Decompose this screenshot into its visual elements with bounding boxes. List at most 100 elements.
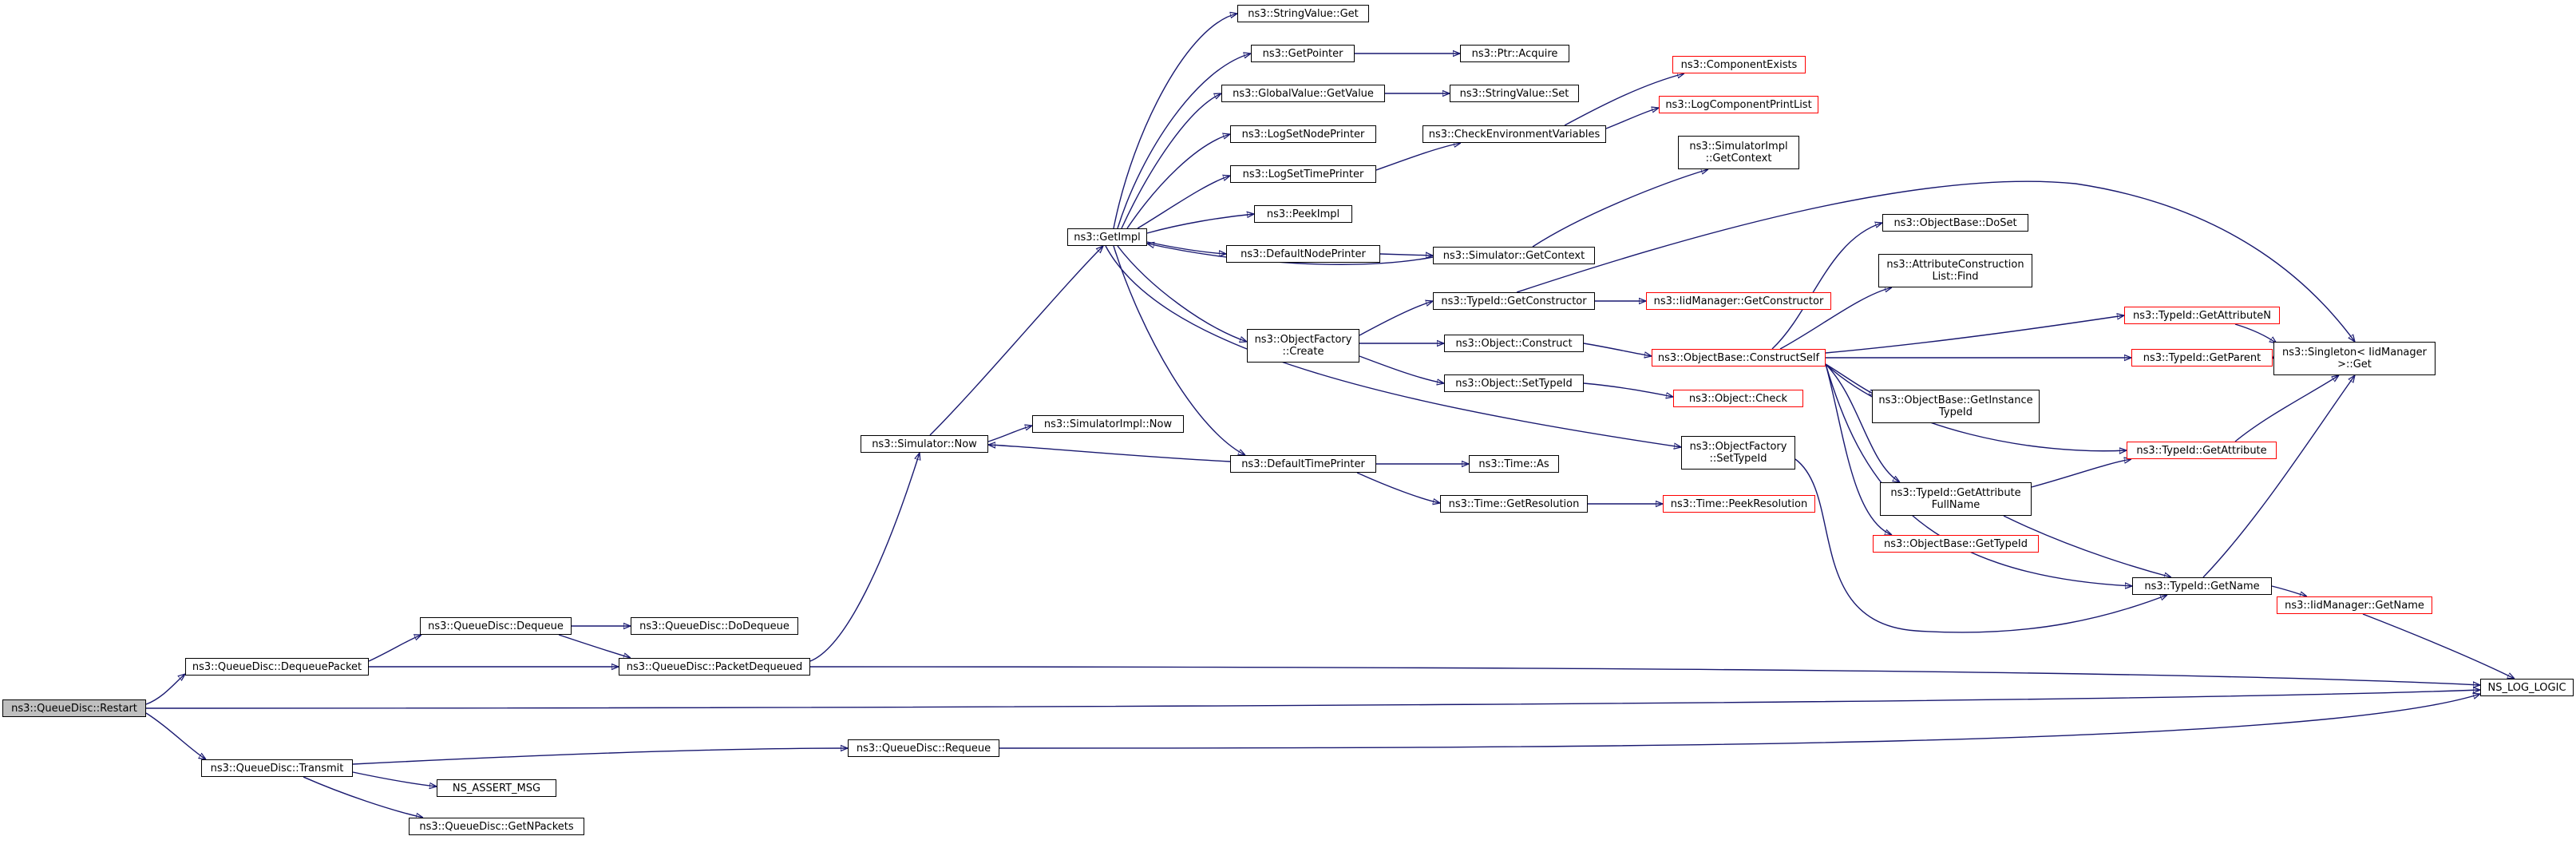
- edge-defaultnodeprinter-simgetcontext: [1379, 254, 1433, 256]
- node-queuedisc-transmit[interactable]: ns3::QueueDisc::Transmit: [201, 759, 353, 777]
- node-typeid-getattribute[interactable]: ns3::TypeId::GetAttribute: [2127, 442, 2277, 459]
- node-logsettimeprinter[interactable]: ns3::LogSetTimePrinter: [1230, 165, 1376, 183]
- edge-typeidgetattributefullname-typeidgetattribute: [2031, 459, 2131, 488]
- edge-dequeuepacket-dequeue: [368, 635, 421, 662]
- edge-getimpl-defaultnodeprinter: [1146, 241, 1226, 254]
- node-attributeconstructionlist-find[interactable]: ns3::AttributeConstruction List::Find: [1878, 254, 2032, 287]
- node-getpointer[interactable]: ns3::GetPointer: [1251, 45, 1355, 62]
- node-objectbase-doset[interactable]: ns3::ObjectBase::DoSet: [1882, 214, 2028, 232]
- node-object-construct[interactable]: ns3::Object::Construct: [1444, 335, 1584, 352]
- node-typeid-getconstructor[interactable]: ns3::TypeId::GetConstructor: [1433, 292, 1595, 310]
- node-logcomponentprintlist[interactable]: ns3::LogComponentPrintList: [1659, 96, 1818, 113]
- node-singleton-iidmanager-get[interactable]: ns3::Singleton< IidManager >::Get: [2273, 342, 2436, 375]
- edge-simgetcontext-getimpl: [1147, 244, 1434, 265]
- edge-getimpl-objfactorycreate: [1117, 245, 1247, 342]
- node-time-as[interactable]: ns3::Time::As: [1469, 455, 1559, 473]
- node-queuedisc-requeue[interactable]: ns3::QueueDisc::Requeue: [848, 739, 999, 757]
- edge-typeidgetname-singleton: [2202, 375, 2355, 578]
- edge-dequeue-packetdequeued: [558, 634, 631, 658]
- node-logsetnodeprinter[interactable]: ns3::LogSetNodePrinter: [1230, 125, 1376, 143]
- node-objectbase-getinstancetypeid[interactable]: ns3::ObjectBase::GetInstance TypeId: [1872, 390, 2040, 423]
- edge-objfactorycreate-typeidgetconstructor: [1359, 301, 1433, 336]
- node-time-peekresolution[interactable]: ns3::Time::PeekResolution: [1663, 495, 1815, 513]
- node-queuedisc-dequeue[interactable]: ns3::QueueDisc::Dequeue: [420, 617, 572, 635]
- node-globalvalue-getvalue[interactable]: ns3::GlobalValue::GetValue: [1221, 85, 1385, 102]
- node-checkenvironmentvariables[interactable]: ns3::CheckEnvironmentVariables: [1423, 125, 1606, 143]
- node-peekimpl[interactable]: ns3::PeekImpl: [1254, 205, 1352, 223]
- edge-packetdequeued-nsloglogic: [809, 666, 2480, 685]
- node-time-getresolution[interactable]: ns3::Time::GetResolution: [1440, 495, 1588, 513]
- node-simulatorimpl-now[interactable]: ns3::SimulatorImpl::Now: [1032, 415, 1184, 433]
- edge-constructself-objectbasedoset: [1771, 223, 1882, 350]
- node-simulatorimpl-getcontext[interactable]: ns3::SimulatorImpl ::GetContext: [1678, 136, 1799, 169]
- edge-getimpl-objfactorysettypeid: [1105, 245, 1681, 447]
- node-componentexists[interactable]: ns3::ComponentExists: [1672, 56, 1806, 73]
- edge-transmit-requeue: [352, 748, 848, 765]
- node-ns-assert-msg[interactable]: NS_ASSERT_MSG: [437, 779, 556, 797]
- node-iidmanager-getconstructor[interactable]: ns3::IidManager::GetConstructor: [1646, 292, 1831, 310]
- node-typeid-getparent[interactable]: ns3::TypeId::GetParent: [2131, 349, 2273, 367]
- edge-constructself-typeidgetattributen: [1825, 315, 2124, 354]
- edge-simnow-simimplnow: [987, 426, 1032, 442]
- edge-objectsettypeid-objectcheck: [1583, 382, 1673, 397]
- edge-typeidgetconstructor-singleton: [1516, 180, 2355, 342]
- node-typeid-getattributen[interactable]: ns3::TypeId::GetAttributeN: [2124, 307, 2280, 324]
- node-ptr-acquire[interactable]: ns3::Ptr::Acquire: [1460, 45, 1569, 62]
- edge-requeue-nsloglogic: [999, 694, 2480, 749]
- node-queuedisc-dequeuepacket[interactable]: ns3::QueueDisc::DequeuePacket: [185, 658, 369, 676]
- node-typeid-getname[interactable]: ns3::TypeId::GetName: [2132, 577, 2272, 595]
- node-objectbase-gettypeid[interactable]: ns3::ObjectBase::GetTypeId: [1873, 535, 2039, 553]
- node-defaulttimeprinter[interactable]: ns3::DefaultTimePrinter: [1230, 455, 1376, 473]
- edge-logsettimeprinter-checkenv: [1375, 143, 1461, 171]
- edge-restart-nsloglogic: [145, 690, 2480, 709]
- edge-constructself-attrconstructionfind: [1779, 287, 1892, 350]
- node-queuedisc-restart[interactable]: ns3::QueueDisc::Restart: [2, 699, 146, 717]
- edge-getimpl-getpointer: [1117, 53, 1251, 229]
- node-queuedisc-packetdequeued[interactable]: ns3::QueueDisc::PacketDequeued: [619, 658, 810, 676]
- edge-simgetcontext-simimplgetcontext: [1532, 169, 1708, 248]
- edge-typeidgetattributefullname-typeidgetname: [2003, 515, 2171, 577]
- edge-restart-dequeuepacket: [145, 674, 185, 705]
- edge-typeidgetattributen-singleton: [2234, 323, 2277, 343]
- edge-defaulttimeprinter-simnow: [988, 445, 1231, 462]
- edge-constructself-objectbasegetinstancetypeid: [1825, 363, 1876, 395]
- node-queuedisc-getnpackets[interactable]: ns3::QueueDisc::GetNPackets: [409, 818, 584, 835]
- edge-typeidgetname-iidmgrgetname: [2271, 585, 2307, 596]
- node-ns-log-logic[interactable]: NS_LOG_LOGIC: [2480, 679, 2574, 696]
- node-typeid-getattributefullname[interactable]: ns3::TypeId::GetAttribute FullName: [1880, 482, 2032, 516]
- edge-transmit-getnpackets: [303, 776, 423, 818]
- edge-constructself-objectbasegettypeid: [1825, 363, 1892, 536]
- edge-getimpl-defaulttimeprinter: [1113, 245, 1245, 455]
- edge-getimpl-logsettimeprinter: [1137, 176, 1230, 229]
- node-object-settypeid[interactable]: ns3::Object::SetTypeId: [1444, 374, 1584, 392]
- edge-iidmgrgetname-nsloglogic: [2362, 613, 2515, 679]
- edge-objfactorysettypeid-typeidgetname: [1794, 458, 2167, 633]
- node-stringvalue-set[interactable]: ns3::StringValue::Set: [1450, 85, 1579, 102]
- edge-checkenv-logcomponentprintlist: [1605, 108, 1659, 129]
- edge-getimpl-globalvalueget: [1121, 93, 1221, 229]
- edge-constructself-typeidgetattribute: [1825, 363, 2127, 451]
- edge-simnow-getimpl: [929, 246, 1103, 436]
- edge-objectconstruct-constructself: [1583, 343, 1652, 356]
- edge-transmit-nsassert: [352, 771, 437, 787]
- node-objectfactory-settypeid[interactable]: ns3::ObjectFactory ::SetTypeId: [1681, 436, 1795, 470]
- node-stringvalue-get[interactable]: ns3::StringValue::Get: [1237, 5, 1369, 22]
- node-simulator-now[interactable]: ns3::Simulator::Now: [861, 435, 988, 453]
- node-queuedisc-dodequeue[interactable]: ns3::QueueDisc::DoDequeue: [631, 617, 798, 635]
- edge-restart-transmit: [145, 712, 206, 759]
- edge-getimpl-stringvalueget: [1113, 14, 1237, 229]
- node-objectbase-constructself[interactable]: ns3::ObjectBase::ConstructSelf: [1652, 349, 1826, 367]
- node-simulator-getcontext[interactable]: ns3::Simulator::GetContext: [1433, 247, 1595, 264]
- node-iidmanager-getname[interactable]: ns3::IidManager::GetName: [2277, 596, 2432, 614]
- edge-getimpl-logsetnodeprinter: [1126, 134, 1230, 229]
- node-objectfactory-create[interactable]: ns3::ObjectFactory ::Create: [1247, 329, 1359, 363]
- edge-getimpl-peekimpl: [1146, 214, 1254, 234]
- edge-typeidgetattribute-singleton: [2234, 375, 2339, 442]
- node-getimpl[interactable]: ns3::GetImpl: [1067, 228, 1147, 246]
- edge-objfactorycreate-objectsettypeid: [1359, 355, 1444, 383]
- node-defaultnodeprinter[interactable]: ns3::DefaultNodePrinter: [1226, 245, 1380, 263]
- edge-defaulttimeprinter-timegetresolution: [1356, 472, 1440, 503]
- node-object-check[interactable]: ns3::Object::Check: [1673, 390, 1803, 407]
